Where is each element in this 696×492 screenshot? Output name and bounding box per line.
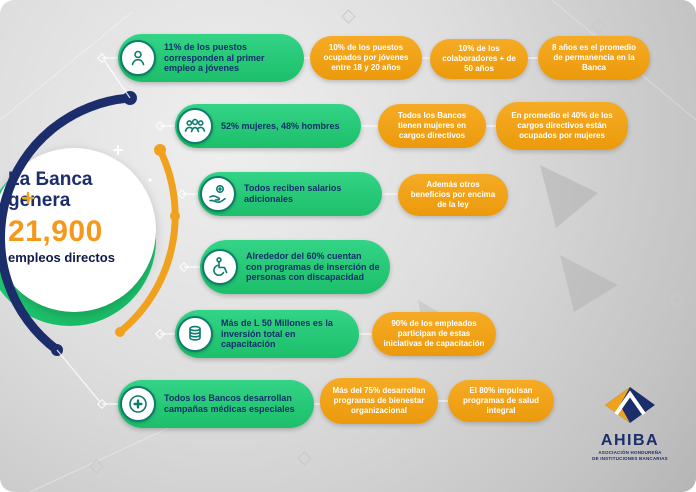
navy-arc xyxy=(0,93,135,355)
substat-label: 10% de los colaboradores + de 50 años xyxy=(442,43,516,74)
hero-line3: empleos directos xyxy=(8,249,115,265)
substat-label: Más del 75% desarrollan programas de bie… xyxy=(332,385,426,416)
sparkle-plus xyxy=(42,145,123,179)
orange-dot xyxy=(170,211,180,221)
ahiba-logo-name: AHIBA xyxy=(600,432,660,450)
substat-label: 10% de los puestos ocupados por jóvenes … xyxy=(323,42,409,73)
substat-label: El 80% impulsan programas de salud integ… xyxy=(462,385,540,416)
triangle-decor xyxy=(560,255,618,312)
substat-pill: En promedio el 40% de los cargos directi… xyxy=(496,102,628,150)
triangle-decor xyxy=(540,165,598,228)
stat-pill-salaries: Todos reciben salarios adicionales xyxy=(198,172,382,216)
stat-label: Todos reciben salarios adicionales xyxy=(244,183,342,204)
substat-pill: 10% de los colaboradores + de 50 años xyxy=(430,39,528,79)
hero-line1: La Banca xyxy=(8,169,93,190)
connector-lines xyxy=(56,57,538,405)
substat-pill: Además otros beneficios por encima de la… xyxy=(398,174,508,216)
substat-pill: El 80% impulsan programas de salud integ… xyxy=(448,380,554,422)
ahiba-logo-icon xyxy=(605,387,655,424)
orange-dot xyxy=(154,144,166,156)
substat-pill: Todos los Bancos tienen mujeres en cargo… xyxy=(378,104,486,148)
substat-pill: Más del 75% desarrollan programas de bie… xyxy=(320,378,438,424)
diamond-decor xyxy=(89,9,684,474)
orange-dot xyxy=(115,327,125,337)
sparkle-dot xyxy=(34,158,38,162)
icon-badge-gender xyxy=(177,108,213,144)
accessibility-icon xyxy=(213,257,228,277)
hero-number: 21,900 xyxy=(8,214,103,248)
substat-label: Además otros beneficios por encima de la… xyxy=(410,179,496,210)
stat-pill-training: Más de L 50 Millones es la inversión tot… xyxy=(175,310,359,358)
people-icon xyxy=(184,118,206,133)
stat-label: Alrededor del 60% cuentan con programas … xyxy=(246,250,380,283)
person-icon xyxy=(131,50,145,66)
orange-arc xyxy=(116,146,179,336)
hero-circle xyxy=(0,148,156,312)
icon-badge-disability xyxy=(202,249,238,285)
substat-pill: 10% de los puestos ocupados por jóvenes … xyxy=(310,36,422,80)
sparkle-plus-orange xyxy=(21,191,35,205)
stat-label: 52% mujeres, 48% hombres xyxy=(221,120,340,131)
ahiba-logo-subtitle: ASOCIACIÓN HONDUREÑA xyxy=(598,450,662,456)
stat-label: 11% de los puestos corresponden al prime… xyxy=(164,41,265,74)
sparkle-dot xyxy=(148,178,152,182)
substat-pill: 90% de los empleados participan de estas… xyxy=(372,312,496,356)
salary-hand-icon xyxy=(209,184,226,203)
stat-label: Todos los Bancos desarrollan campañas mé… xyxy=(164,393,295,414)
substat-label: 8 años es el promedio de permanencia en … xyxy=(551,42,637,73)
icon-badge-first-job xyxy=(120,40,156,76)
substat-label: 90% de los empleados participan de estas… xyxy=(383,318,485,349)
substat-label: En promedio el 40% de los cargos directi… xyxy=(511,110,613,141)
substat-pill: 8 años es el promedio de permanencia en … xyxy=(538,36,650,80)
ahiba-logo-subtitle: DE INSTITUCIONES BANCARIAS xyxy=(592,456,668,462)
icon-badge-medical xyxy=(120,386,156,422)
substat-label: Todos los Bancos tienen mujeres en cargo… xyxy=(397,110,467,141)
icon-badge-training xyxy=(177,316,213,352)
icon-badge-salaries xyxy=(200,176,236,212)
stat-label: Más de L 50 Millones es la inversión tot… xyxy=(221,317,333,350)
stat-pill-disability: Alrededor del 60% cuentan con programas … xyxy=(200,240,390,294)
ahiba-logo: AHIBA ASOCIACIÓN HONDUREÑA DE INSTITUCIO… xyxy=(584,385,676,462)
medical-cross-icon xyxy=(129,395,147,413)
coins-icon xyxy=(189,325,201,341)
connector-node-diamonds xyxy=(97,53,189,409)
hero-line2: genera xyxy=(8,189,71,211)
hero-text-block: La Banca genera 21,900 empleos directos xyxy=(8,169,132,265)
